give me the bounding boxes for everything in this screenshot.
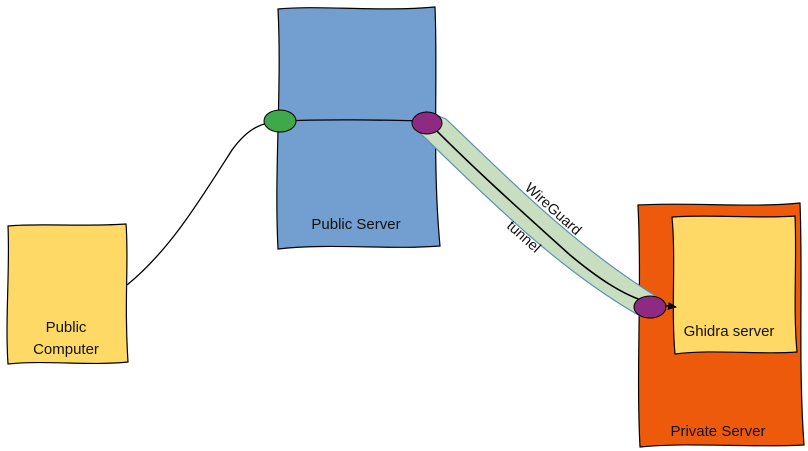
public-computer-label-line2: Computer bbox=[33, 341, 99, 358]
public-server-entry-port bbox=[263, 109, 297, 133]
public-server-tunnel-endpoint bbox=[411, 111, 443, 135]
ghidra-server-label: Ghidra server bbox=[684, 323, 775, 340]
private-server-tunnel-endpoint bbox=[633, 295, 667, 319]
wireguard-tunnel-band bbox=[419, 110, 664, 317]
public-server-box bbox=[276, 6, 441, 250]
public-server-label: Public Server bbox=[311, 216, 400, 233]
public-computer-box bbox=[6, 223, 129, 365]
ghidra-server-box bbox=[671, 215, 798, 355]
connection-line-public-computer-to-server bbox=[126, 119, 429, 286]
private-server-label: Private Server bbox=[670, 423, 765, 440]
public-computer-label-line1: Public bbox=[46, 319, 87, 336]
